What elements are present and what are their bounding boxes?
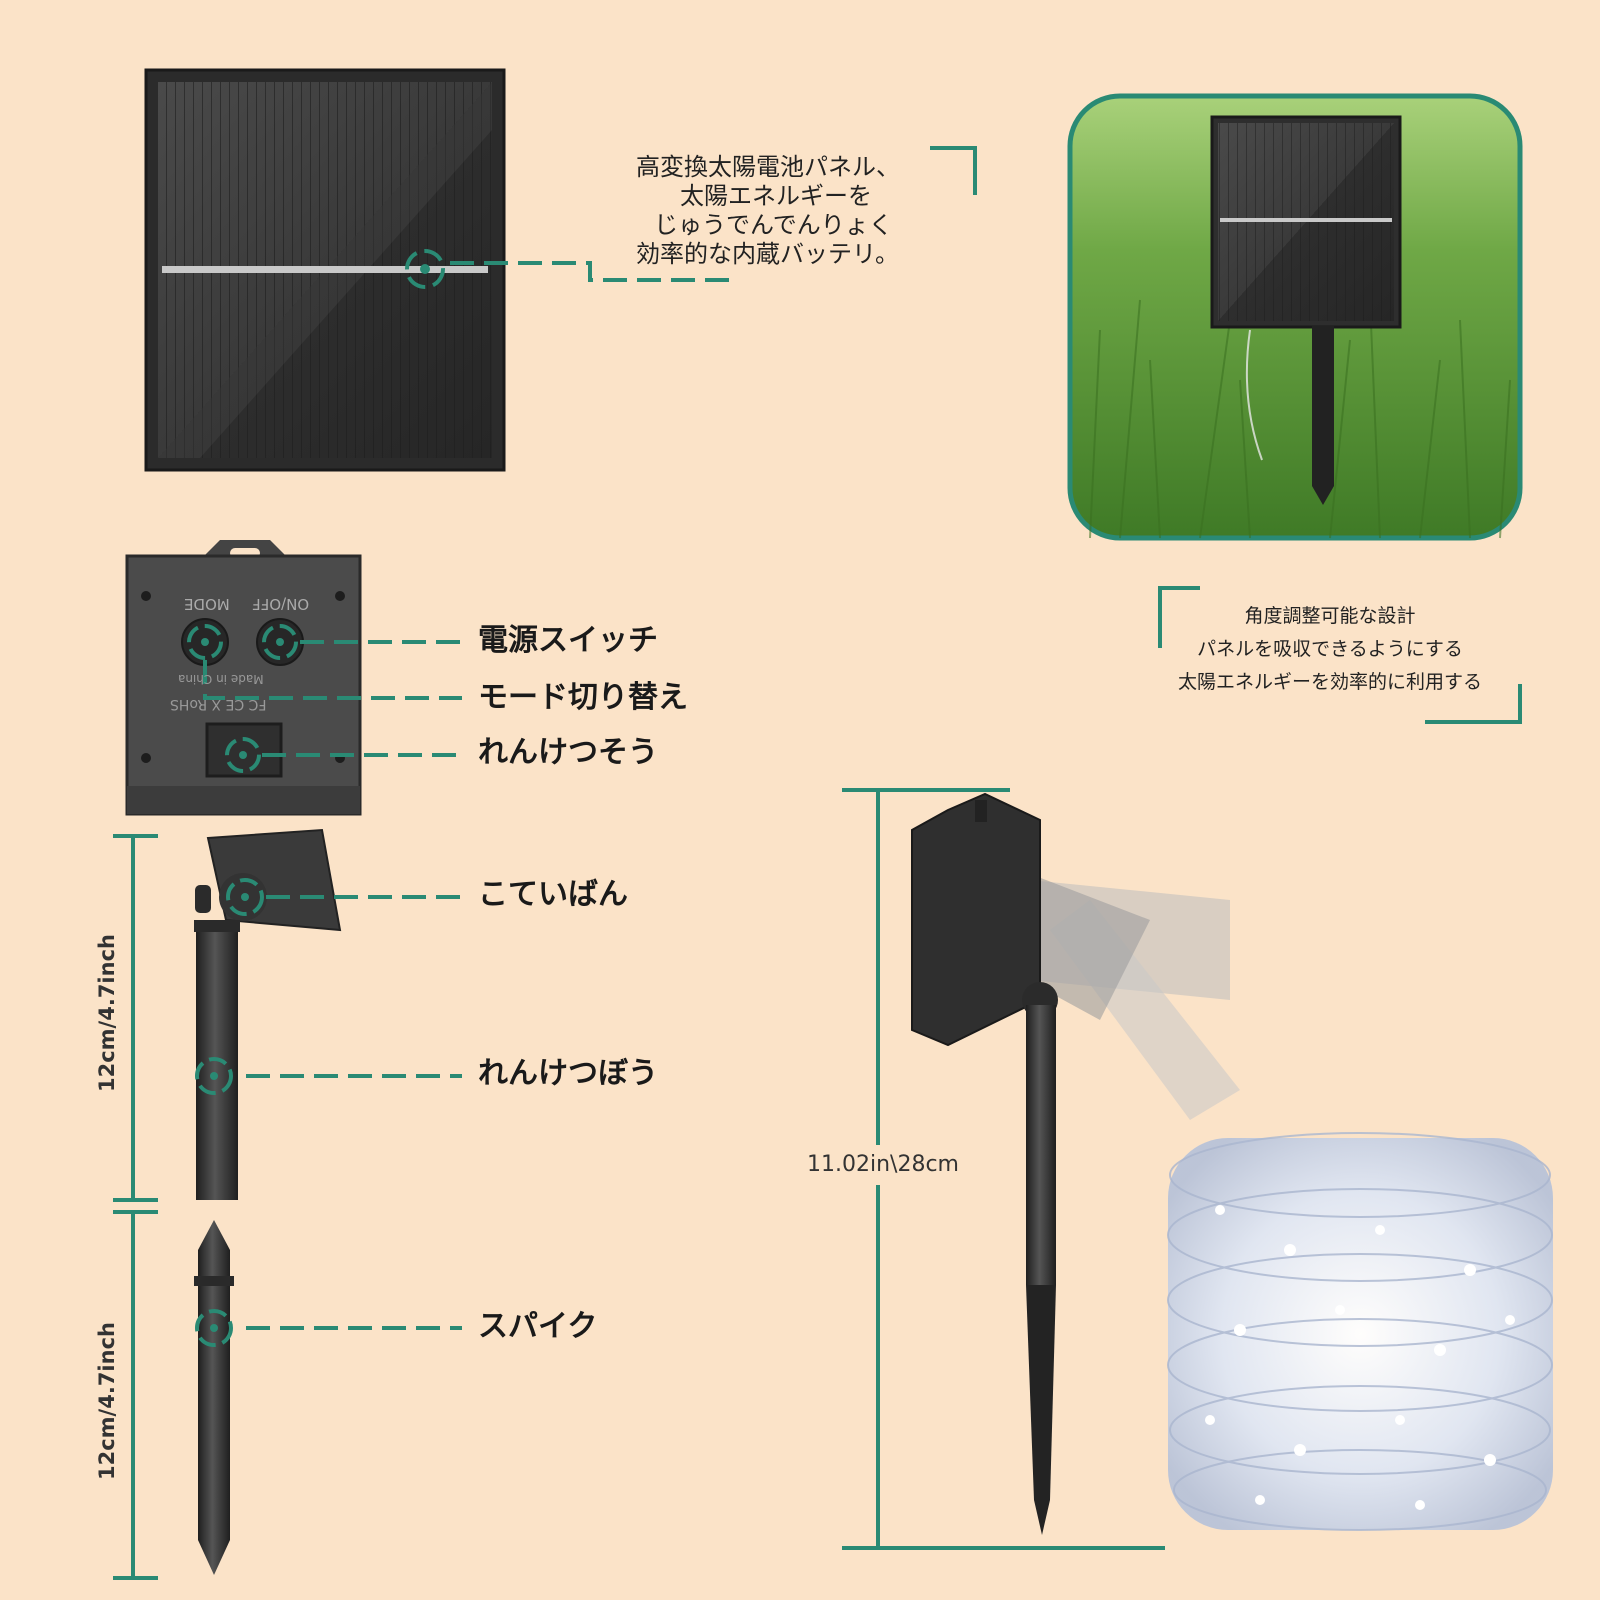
- callout-rod: れんけつぼう: [478, 1056, 658, 1091]
- solar-panel-main: [144, 68, 506, 472]
- target-icon: [226, 878, 264, 916]
- target-icon: [405, 249, 445, 289]
- panel-desc-line: 太陽エネルギーを: [680, 182, 872, 210]
- target-icon: [225, 737, 261, 773]
- grass-photo: [1067, 93, 1523, 541]
- callout-spike: スパイク: [478, 1309, 598, 1344]
- angle-desc-line: パネルを吸収できるようにする: [1197, 638, 1463, 660]
- dimension-upper: 12cm/4.7inch: [95, 934, 119, 1092]
- callout-bracket: こていばん: [478, 877, 628, 912]
- callout-mode-switch: モード切り替え: [478, 680, 688, 715]
- target-icon: [187, 624, 223, 660]
- panel-desc-line: じゅうでんでんりょく: [654, 211, 893, 239]
- angle-desc-line: 角度調整可能な設計: [1244, 605, 1416, 627]
- bracket-rod: [194, 828, 342, 1200]
- controller-box: [125, 540, 362, 816]
- target-icon: [195, 1309, 233, 1347]
- dimension-lower: 12cm/4.7inch: [95, 1322, 119, 1480]
- onoff-label: ON/OFF: [252, 595, 310, 613]
- callout-connector: れんけつそう: [478, 735, 658, 770]
- target-icon: [262, 624, 298, 660]
- assembled-stake: [911, 792, 1240, 1535]
- panel-desc-line: 高変換太陽電池パネル、: [636, 153, 900, 181]
- angle-desc-line: 太陽エネルギーを効率的に利用する: [1177, 671, 1482, 693]
- mode-label: MODE: [184, 595, 230, 613]
- made-in-label: Made in China: [178, 672, 264, 686]
- cert-label: FC CE X RoHS: [170, 696, 267, 712]
- angle-description: 角度調整可能な設計 パネルを吸収できるようにする 太陽エネルギーを効率的に利用す…: [1155, 600, 1505, 699]
- target-icon: [195, 1057, 233, 1095]
- panel-desc-line: 効率的な内蔵バッテリ。: [636, 240, 900, 268]
- dimension-total: 11.02in\28cm: [807, 1152, 959, 1177]
- spike: [194, 1220, 234, 1575]
- led-coil-illustration: [1167, 1132, 1553, 1531]
- callout-power-switch: 電源スイッチ: [478, 623, 658, 658]
